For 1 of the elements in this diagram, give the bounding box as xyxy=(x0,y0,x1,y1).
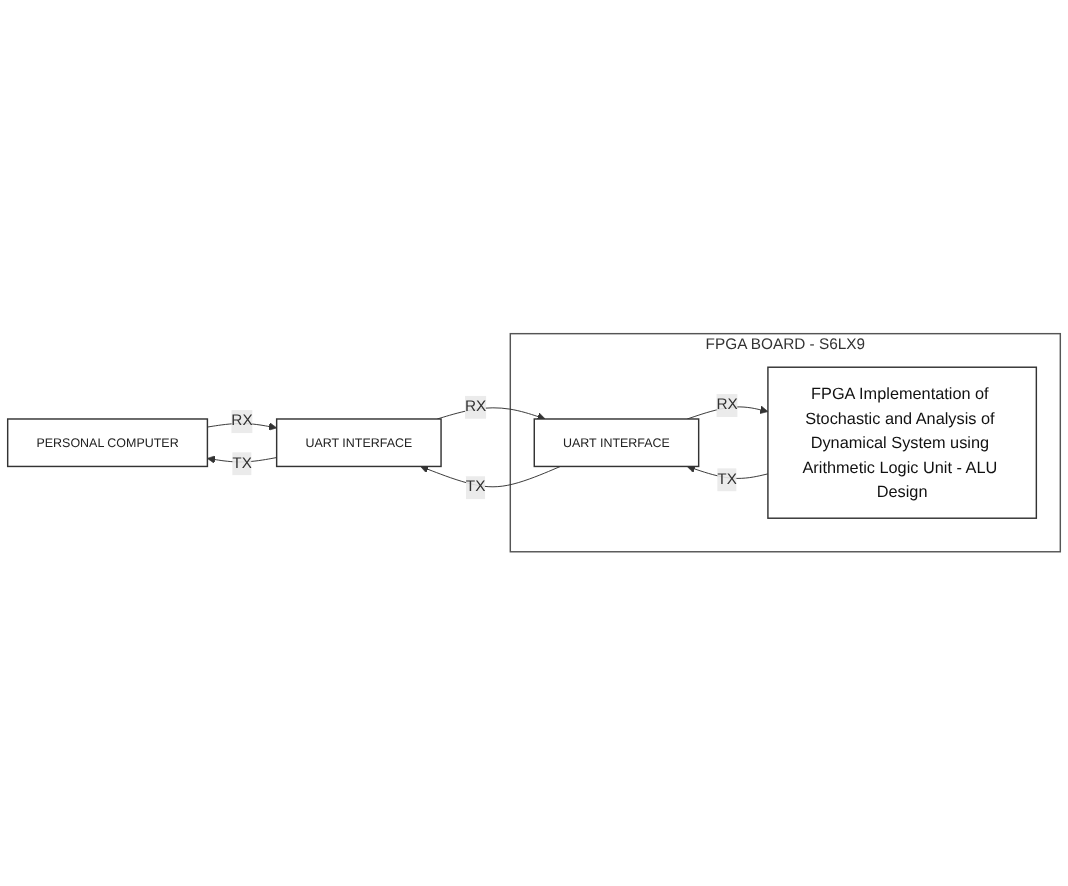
node-box: FPGA Implementation of Stochastic and Analysis of Dynamical System using Arithmetic Logic Unit - ALU Design xyxy=(767,366,1038,520)
